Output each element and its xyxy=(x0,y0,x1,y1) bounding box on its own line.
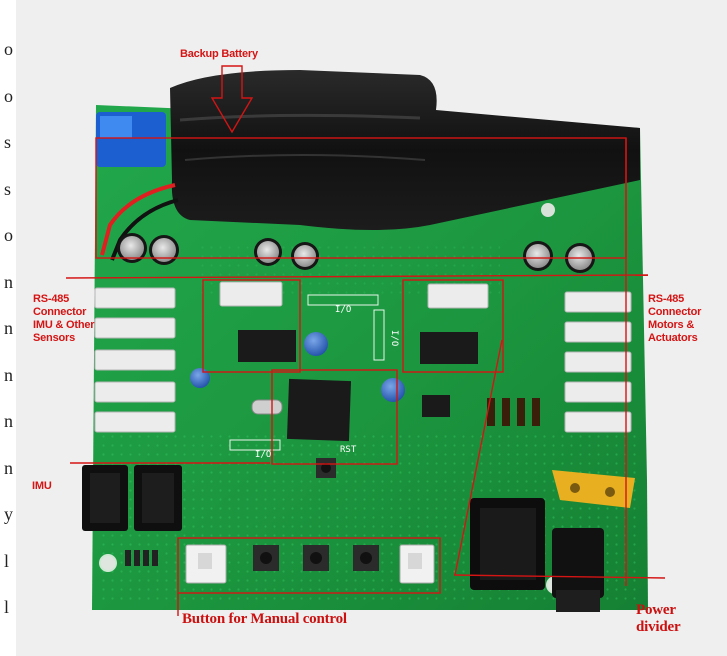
margin-glyph: s xyxy=(4,178,12,199)
label-line: RS-485 xyxy=(33,293,70,305)
mounting-hole xyxy=(99,554,117,572)
label-line: Sensors xyxy=(33,332,76,344)
label-line: Connector xyxy=(648,306,702,318)
margin-glyph: n xyxy=(4,271,13,292)
manual-buttons xyxy=(185,544,435,584)
label-line: IMU & Other xyxy=(33,319,95,331)
top-connector-right xyxy=(427,283,489,309)
battery-wire-red xyxy=(100,183,176,256)
side-pins xyxy=(125,550,158,566)
margin-glyph: o xyxy=(4,85,13,106)
ic-u2 xyxy=(238,330,296,362)
crystal xyxy=(251,399,283,415)
dc-jack xyxy=(552,528,604,598)
label-line: Connector xyxy=(33,306,87,318)
margin-glyph: o xyxy=(4,225,13,245)
silk-io-bottom: I/O xyxy=(255,450,271,460)
capacitors-top xyxy=(117,233,595,273)
diodes xyxy=(487,398,540,426)
margin-glyph: y xyxy=(4,504,13,524)
label-imu: IMU xyxy=(32,480,52,492)
mcu-region xyxy=(271,369,398,465)
margin-glyph: n xyxy=(4,364,13,385)
label-backup-battery: Backup Battery xyxy=(180,48,258,60)
ic-small xyxy=(422,395,450,417)
ic-left-region xyxy=(202,279,301,373)
margin-glyph: o xyxy=(4,39,13,59)
silk-io-top: I/O xyxy=(335,305,351,315)
margin-glyph: n xyxy=(4,457,13,478)
battery-arrow xyxy=(210,65,254,134)
blue-cap xyxy=(304,332,328,356)
silk-io-right: I/O xyxy=(389,330,399,346)
annotations xyxy=(65,65,666,616)
rs485-right-connectors xyxy=(564,291,632,433)
rs485-left-connectors xyxy=(94,287,176,433)
label-rs485-right: RS-485 Connector Motors & Actuators xyxy=(648,293,701,345)
ic-u4 xyxy=(420,332,478,364)
margin-glyph: n xyxy=(4,318,13,338)
blue-cap xyxy=(190,368,210,388)
ic-right-region xyxy=(402,279,504,373)
blue-cap xyxy=(381,378,405,402)
backup-battery xyxy=(170,70,640,230)
silk-rst: RST xyxy=(340,445,357,455)
label-line: divider xyxy=(636,619,681,635)
label-line: Power xyxy=(636,602,676,618)
margin-glyph: n xyxy=(4,411,13,431)
imu-switches xyxy=(82,465,182,531)
top-connector-left xyxy=(219,281,283,307)
label-line: Actuators xyxy=(648,332,698,344)
microcontroller xyxy=(286,378,352,442)
label-line: RS-485 xyxy=(648,293,685,305)
margin-glyph: l xyxy=(4,550,10,571)
header-pins xyxy=(229,294,385,451)
label-line: Motors & xyxy=(648,319,695,331)
label-button-manual-control: Button for Manual control xyxy=(182,611,347,627)
margin-glyph: l xyxy=(4,597,10,617)
margin-glyph: s xyxy=(4,132,12,152)
label-power-divider: Power divider xyxy=(636,602,681,636)
label-rs485-left: RS-485 Connector IMU & Other Sensors xyxy=(33,293,95,345)
manual-control-region xyxy=(177,537,441,594)
xt60-connector xyxy=(552,470,635,508)
